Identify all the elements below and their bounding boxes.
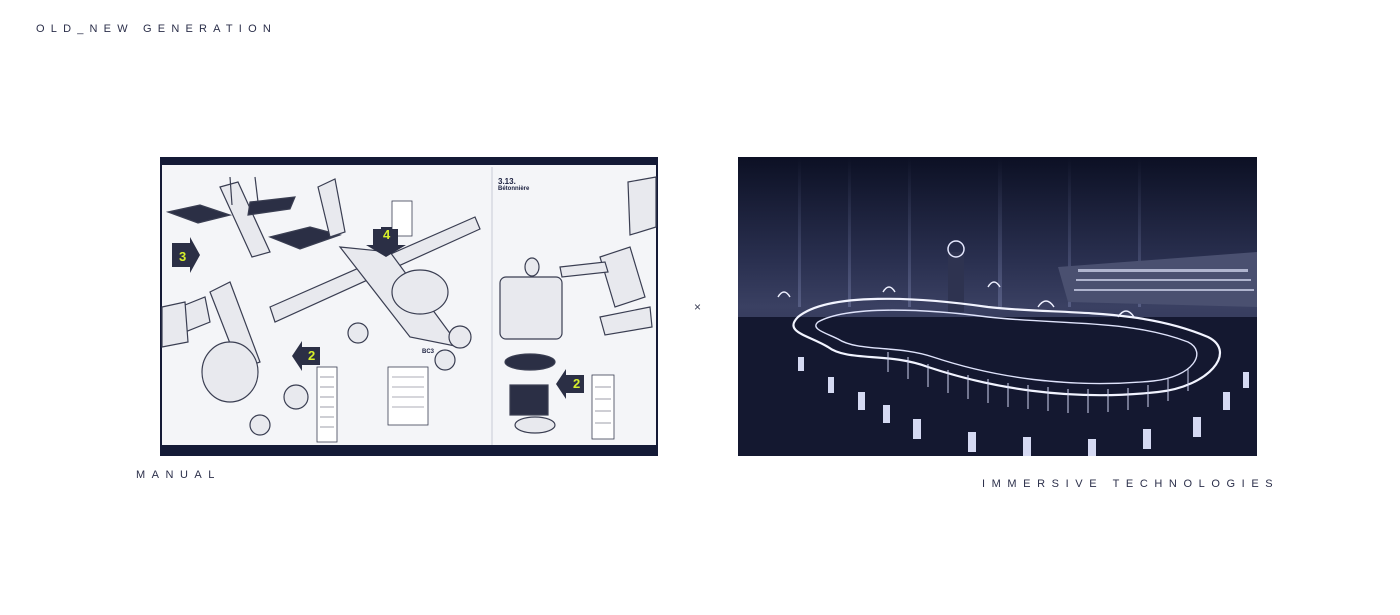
separator-symbol: × (694, 300, 702, 314)
manual-page-number: 3.13. (498, 177, 516, 186)
light-sculpture-photo-icon (738, 157, 1257, 456)
immersive-technologies-image (738, 157, 1257, 456)
meccano-diagram-icon (160, 157, 658, 456)
manual-page-title: Bétonnière (498, 186, 530, 192)
step-marker: 2 (571, 376, 583, 391)
manual-caption: MANUAL (136, 469, 221, 481)
part-label: BC3 (422, 349, 435, 355)
step-marker: 4 (381, 227, 393, 242)
manual-image: 3 4 2 2 3.13. Bétonnière BC3 (160, 157, 658, 456)
page-title: OLD_NEW GENERATION (36, 23, 277, 35)
step-marker: 2 (306, 348, 318, 363)
step-marker: 3 (177, 249, 189, 264)
immersive-technologies-caption: IMMERSIVE TECHNOLOGIES (982, 478, 1280, 490)
